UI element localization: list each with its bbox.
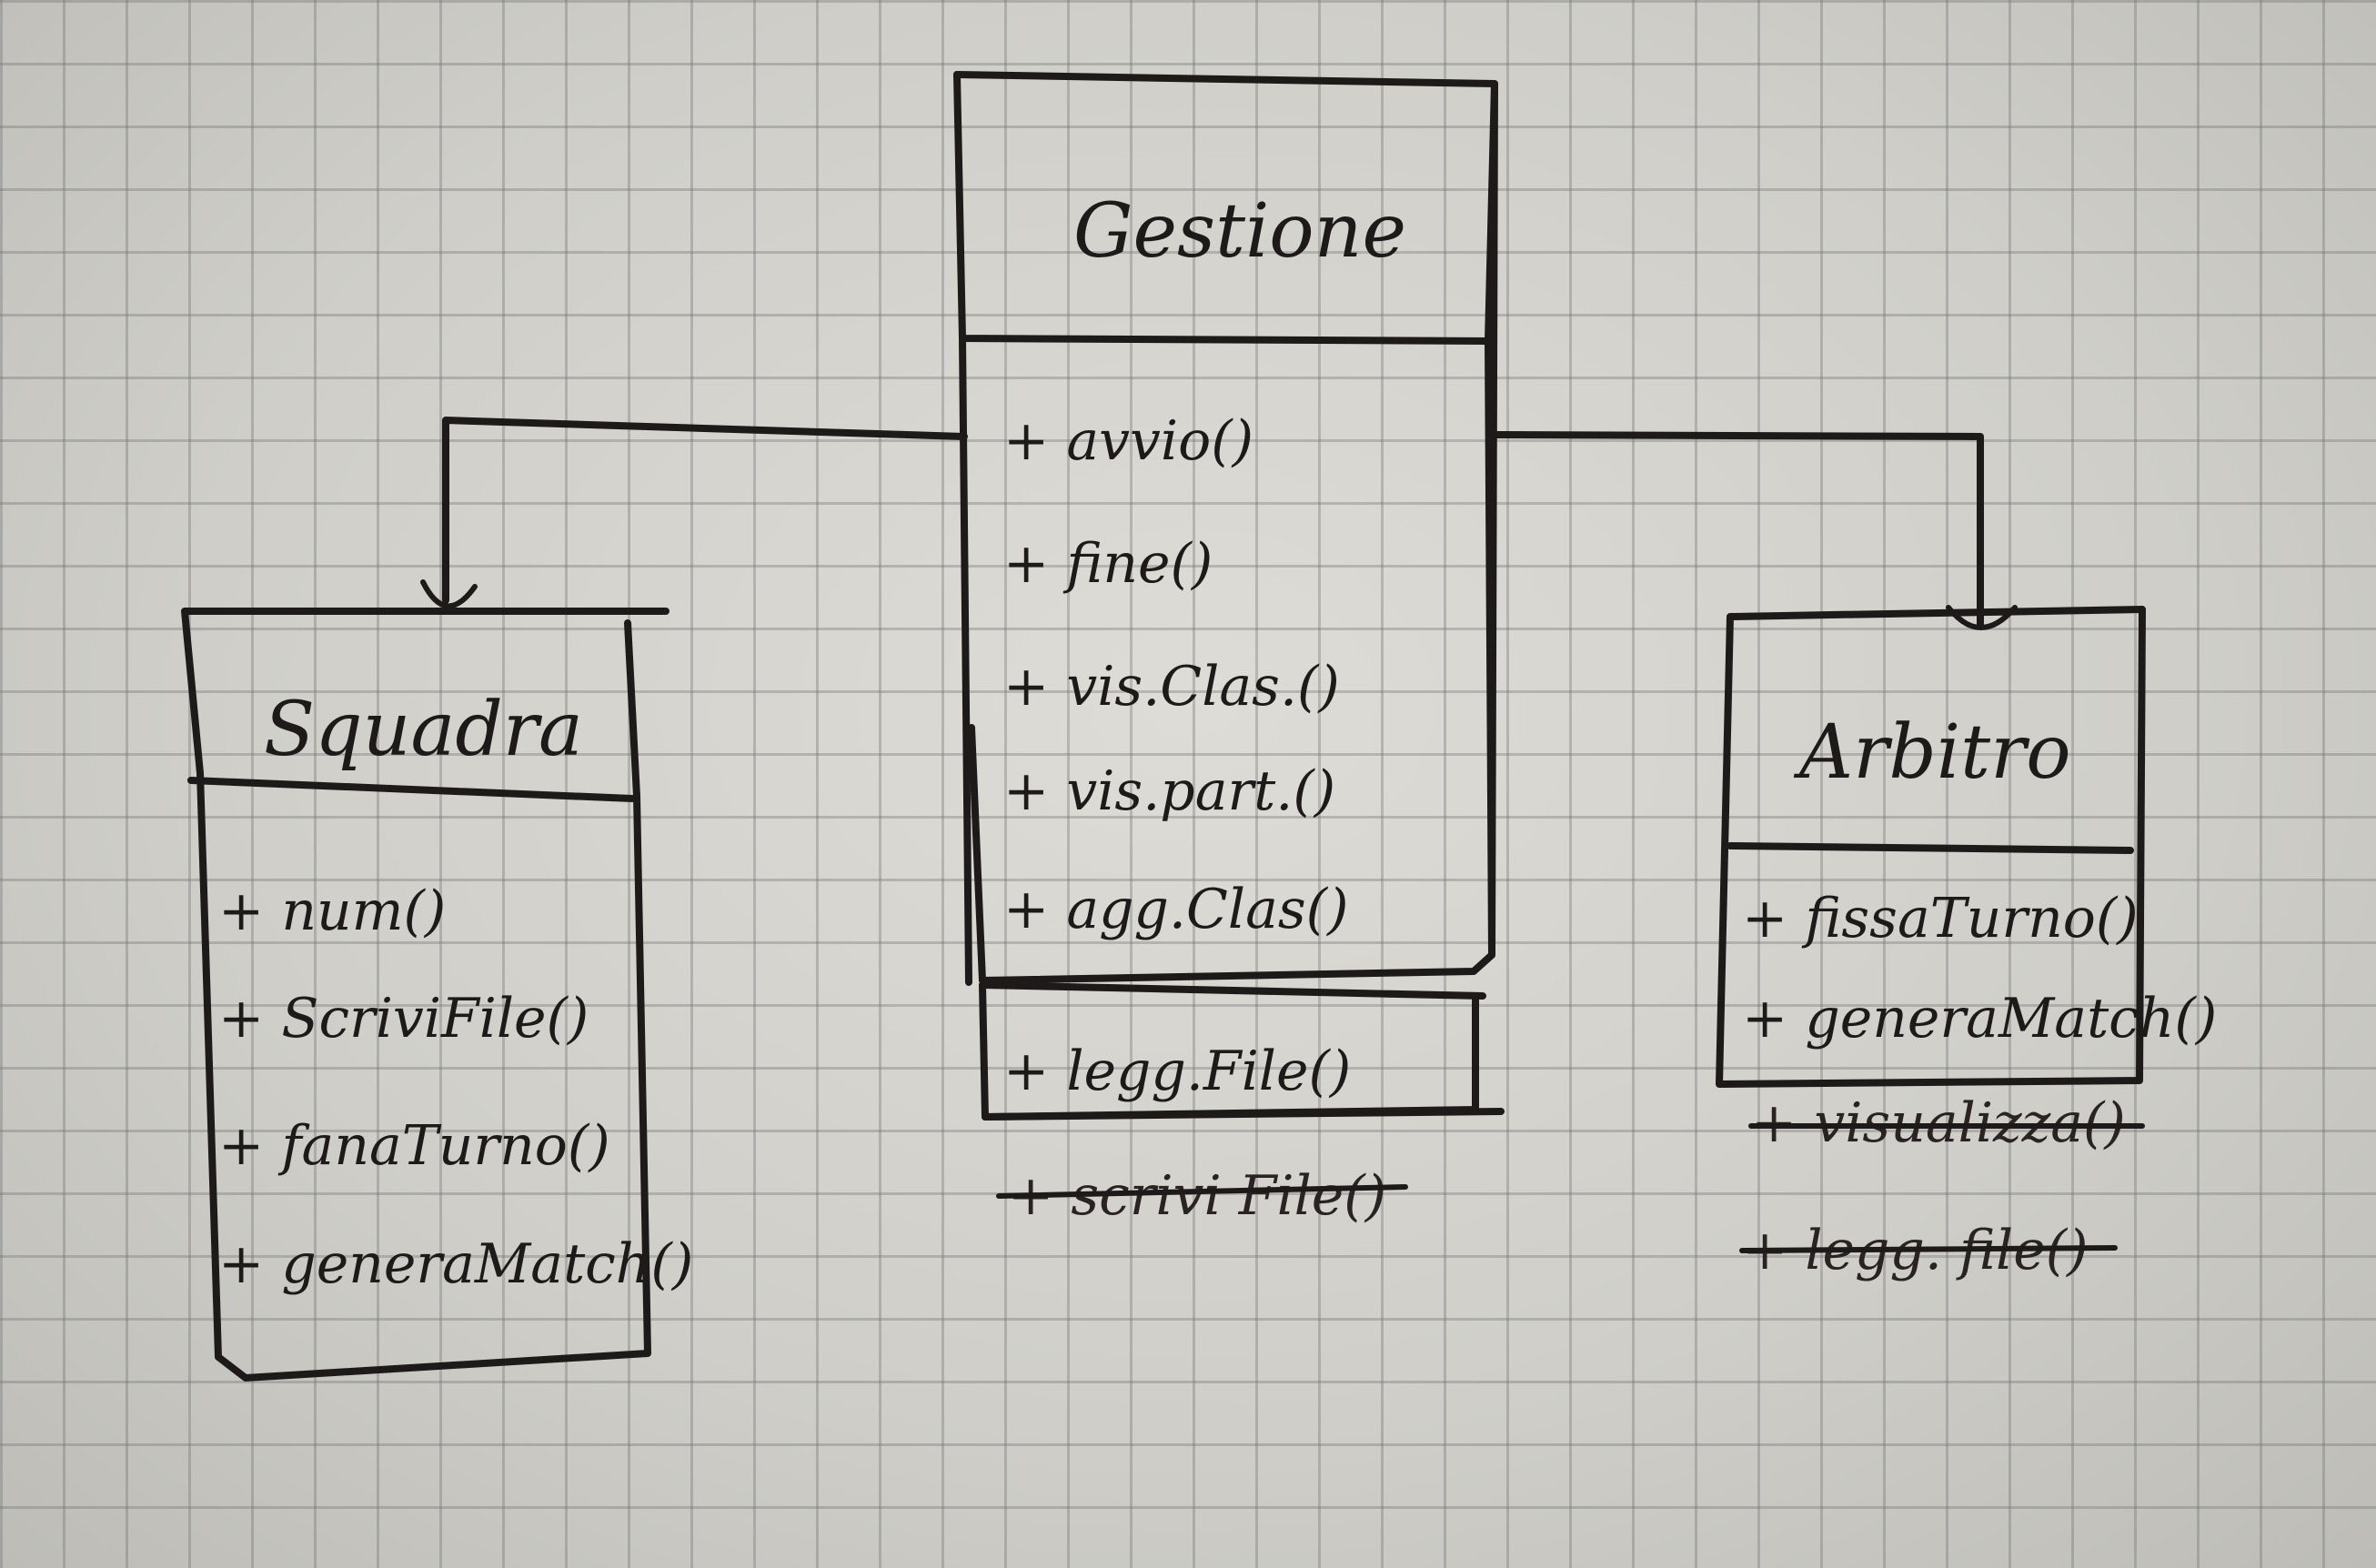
class-arbitro: Arbitro + fissaTurno() + generaMatch() +… (1716, 606, 2217, 1282)
class-gestione-name: Gestione (1073, 188, 1406, 275)
class-squadra-method-2: + ScriviFile() (218, 987, 589, 1050)
class-arbitro-method-2: + generaMatch() (1742, 987, 2217, 1050)
class-gestione-body (959, 335, 1495, 986)
class-gestione-header (953, 71, 1498, 345)
class-gestione-frame (953, 71, 1498, 984)
class-gestione-divider (979, 981, 1486, 1000)
class-squadra-method-3: + fanaTurno() (218, 1114, 610, 1178)
class-gestione-bottom-line (982, 1108, 1505, 1121)
strikethrough-arbitro-2 (1739, 1245, 2118, 1253)
arrowhead-squadra (420, 579, 478, 609)
class-squadra-method-4: + generaMatch() (218, 1232, 693, 1296)
class-arbitro-name: Arbitro (1793, 709, 2071, 796)
class-arbitro-method-1: + fissaTurno() (1742, 887, 2139, 950)
class-squadra-method-1: + num() (218, 879, 446, 943)
class-squadra-frame (181, 608, 670, 1382)
connector-gestione-arbitro (1488, 431, 1984, 629)
class-squadra: Squadra + num() + ScriviFile() + fanaTur… (181, 608, 693, 1382)
class-gestione-method-4: + vis.part.() (1003, 759, 1335, 823)
class-squadra-name: Squadra (264, 687, 583, 773)
class-gestione: Gestione + avvio() + fine() + vis.Clas.(… (953, 71, 1505, 1228)
class-gestione-method-1: + avvio() (1003, 409, 1253, 473)
class-gestione-method-3: + vis.Clas.() (1003, 655, 1340, 719)
strikethrough-gestione (996, 1184, 1408, 1199)
connector-gestione-squadra (442, 417, 968, 604)
class-gestione-method-5: + agg.Clas() (1003, 878, 1348, 941)
class-gestione-method-2: + fine() (1003, 532, 1213, 596)
class-arbitro-frame (1716, 606, 2146, 1088)
class-arbitro-divider (1727, 842, 2134, 854)
class-squadra-divider (187, 777, 636, 802)
class-gestione-extra-method: + legg.File() (1003, 1040, 1351, 1103)
